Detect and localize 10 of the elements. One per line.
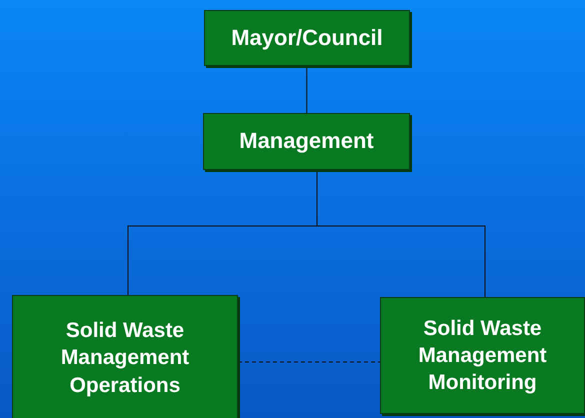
box-label: Solid Waste Management Monitoring	[417, 316, 548, 396]
box-label: Management	[239, 127, 374, 156]
connector-line	[306, 66, 308, 114]
connector-line	[316, 170, 486, 298]
box-label: Solid Waste Management Operations	[60, 318, 190, 399]
org-box	[380, 297, 585, 414]
org-box	[12, 295, 238, 418]
box-label: Mayor/Council	[231, 24, 383, 52]
org-box	[204, 10, 410, 66]
org-box	[203, 113, 410, 170]
